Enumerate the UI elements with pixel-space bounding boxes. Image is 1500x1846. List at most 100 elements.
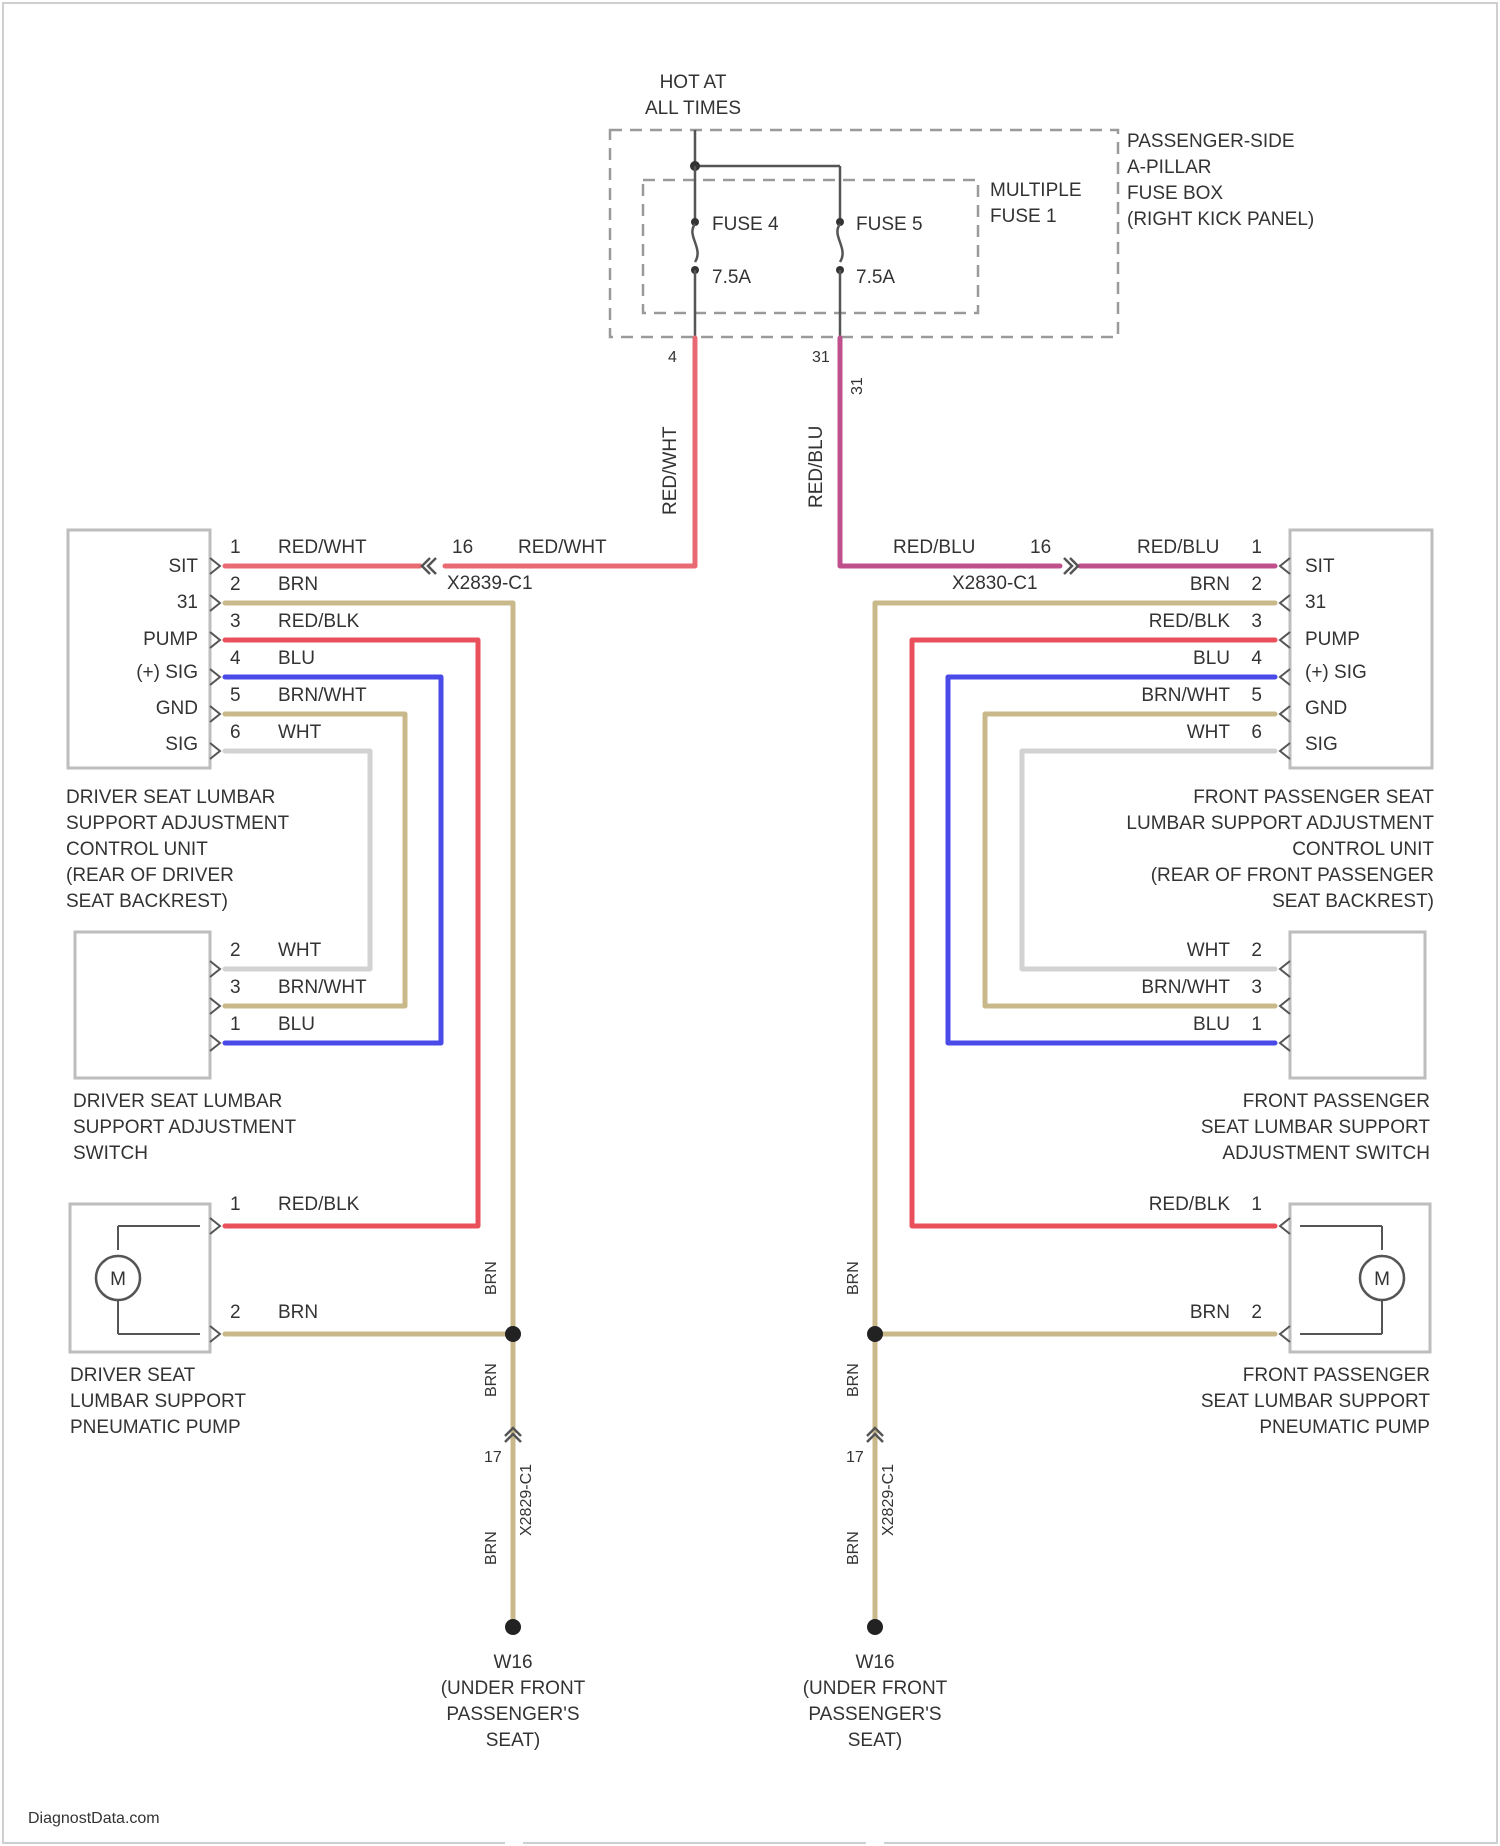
left-pump-motor-label: M — [110, 1269, 126, 1290]
right-splice — [867, 1326, 883, 1342]
right-cu-pin-sig-plus: (+) SIG — [1305, 662, 1367, 683]
right-cu-wire2-color: BRN — [1190, 574, 1230, 595]
left-cu-label-2: SUPPORT ADJUSTMENT — [66, 813, 290, 834]
left-inline-name: X2839-C1 — [447, 573, 533, 594]
left-inline-pin: 16 — [452, 537, 473, 558]
left-ground-label-3: SEAT) — [486, 1730, 541, 1751]
right-brn-label-2: BRN — [845, 1363, 862, 1397]
left-ground-name: W16 — [493, 1652, 532, 1673]
left-cu-wire2-num: 2 — [230, 574, 241, 595]
right-cu-wire1-num: 1 — [1251, 537, 1262, 558]
left-cu-pin-sig: SIG — [165, 734, 198, 755]
left-cu-wire1-num: 1 — [230, 537, 241, 558]
left-sw-wire2-color: BRN/WHT — [278, 977, 367, 998]
left-cu-pin-sig-plus: (+) SIG — [136, 662, 198, 683]
left-brn-label-3: BRN — [483, 1531, 500, 1565]
right-cu-pin-sit: SIT — [1305, 556, 1335, 577]
right-cu-wire5-num: 5 — [1251, 685, 1262, 706]
right-cu-pin-gnd: GND — [1305, 698, 1347, 719]
right-cu-pin-31: 31 — [1305, 592, 1326, 613]
fuse-box-label-2: A-PILLAR — [1127, 157, 1211, 178]
right-inline-pin: 16 — [1030, 537, 1051, 558]
fuse-4-rating: 7.5A — [712, 267, 751, 288]
right-pump-wire2-color: BRN — [1190, 1302, 1230, 1323]
right-cu-wire3-num: 3 — [1251, 611, 1262, 632]
left-cu-pin-pump: PUMP — [143, 629, 198, 650]
right-cu-wire6-num: 6 — [1251, 722, 1262, 743]
right-cu-label-4: (REAR OF FRONT PASSENGER — [1151, 865, 1434, 886]
right-sw-wire3-num: 1 — [1251, 1014, 1262, 1035]
left-cu-wire2-color: BRN — [278, 574, 318, 595]
fuse-box-label-3: FUSE BOX — [1127, 183, 1223, 204]
right-cu-label-1: FRONT PASSENGER SEAT — [1193, 787, 1434, 808]
right-ground-name: W16 — [855, 1652, 894, 1673]
left-cu-pin-31: 31 — [177, 592, 198, 613]
right-pump-wire1-color: RED/BLK — [1149, 1194, 1231, 1215]
right-sw-wire1-color: WHT — [1187, 940, 1231, 961]
left-sw-wire2-num: 3 — [230, 977, 241, 998]
right-switch-label-2: SEAT LUMBAR SUPPORT — [1201, 1117, 1431, 1138]
left-cu-wire6-color: WHT — [278, 722, 322, 743]
left-ground-point — [505, 1619, 521, 1635]
left-cu-wire4-color: BLU — [278, 648, 315, 669]
left-pump-wire1-color: RED/BLK — [278, 1194, 360, 1215]
left-switch-label-3: SWITCH — [73, 1143, 148, 1164]
left-ground-connector-name: X2829-C1 — [518, 1464, 535, 1536]
left-pump-label-2: LUMBAR SUPPORT — [70, 1391, 246, 1412]
right-fuse-pin-mark: 31 — [849, 377, 866, 395]
power-label-line1: HOT AT — [660, 72, 727, 93]
right-feed-label-before: RED/BLU — [893, 537, 975, 558]
right-cu-label-2: LUMBAR SUPPORT ADJUSTMENT — [1126, 813, 1434, 834]
right-ground-connector-pin: 17 — [846, 1449, 864, 1466]
fuse-5-name: FUSE 5 — [856, 214, 923, 235]
left-pump-wire2-color: BRN — [278, 1302, 318, 1323]
left-cu-wire5-color: BRN/WHT — [278, 685, 367, 706]
right-pump-label-3: PNEUMATIC PUMP — [1259, 1417, 1430, 1438]
left-cu-label-1: DRIVER SEAT LUMBAR — [66, 787, 275, 808]
left-cu-label-3: CONTROL UNIT — [66, 839, 208, 860]
left-splice — [505, 1326, 521, 1342]
right-sw-wire2-color: BRN/WHT — [1141, 977, 1230, 998]
left-cu-label-4: (REAR OF DRIVER — [66, 865, 234, 886]
right-cu-label-5: SEAT BACKREST) — [1272, 891, 1434, 912]
left-cu-wire3-color: RED/BLK — [278, 611, 360, 632]
left-cu-wire5-num: 5 — [230, 685, 241, 706]
right-pump-label-1: FRONT PASSENGER — [1243, 1365, 1430, 1386]
left-pump-wire2-num: 2 — [230, 1302, 241, 1323]
multiple-fuse-label-2: FUSE 1 — [990, 206, 1057, 227]
left-brn-label-1: BRN — [483, 1261, 500, 1295]
left-sw-wire3-num: 1 — [230, 1014, 241, 1035]
right-cu-wire4-num: 4 — [1251, 648, 1262, 669]
left-pump-wire1-num: 1 — [230, 1194, 241, 1215]
fuse-4-pin: 4 — [668, 349, 677, 366]
left-ground-connector-pin: 17 — [484, 1449, 502, 1466]
right-sw-wire2-num: 3 — [1251, 977, 1262, 998]
right-brn-label-1: BRN — [845, 1261, 862, 1295]
right-cu-wire4-color: BLU — [1193, 648, 1230, 669]
left-cu-wire1-color: RED/WHT — [278, 537, 367, 558]
right-cu-wire2-num: 2 — [1251, 574, 1262, 595]
left-pump-label-1: DRIVER SEAT — [70, 1365, 196, 1386]
fuse-5-rating: 7.5A — [856, 267, 895, 288]
right-ground-label-3: SEAT) — [848, 1730, 903, 1751]
right-ground-label-2: PASSENGER'S — [808, 1704, 941, 1725]
left-switch-label-2: SUPPORT ADJUSTMENT — [73, 1117, 297, 1138]
watermark: DiagnostData.com — [28, 1810, 160, 1827]
left-feed-vertical-label: RED/WHT — [660, 426, 681, 515]
right-inline-name: X2830-C1 — [952, 573, 1038, 594]
left-cu-wire3-num: 3 — [230, 611, 241, 632]
right-cu-label-3: CONTROL UNIT — [1292, 839, 1434, 860]
right-sw-wire3-color: BLU — [1193, 1014, 1230, 1035]
right-ground-point — [867, 1619, 883, 1635]
fuse-4-name: FUSE 4 — [712, 214, 779, 235]
right-ground-connector-name: X2829-C1 — [880, 1464, 897, 1536]
left-ground-label-2: PASSENGER'S — [446, 1704, 579, 1725]
fuse-box-label-4: (RIGHT KICK PANEL) — [1127, 209, 1314, 230]
right-ground-label-1: (UNDER FRONT — [803, 1678, 948, 1699]
left-sw-wire1-color: WHT — [278, 940, 322, 961]
left-sw-wire3-color: BLU — [278, 1014, 315, 1035]
fuse-box-label-1: PASSENGER-SIDE — [1127, 131, 1295, 152]
right-feed-vertical-label: RED/BLU — [806, 426, 827, 508]
left-cu-pin-sit: SIT — [168, 556, 198, 577]
